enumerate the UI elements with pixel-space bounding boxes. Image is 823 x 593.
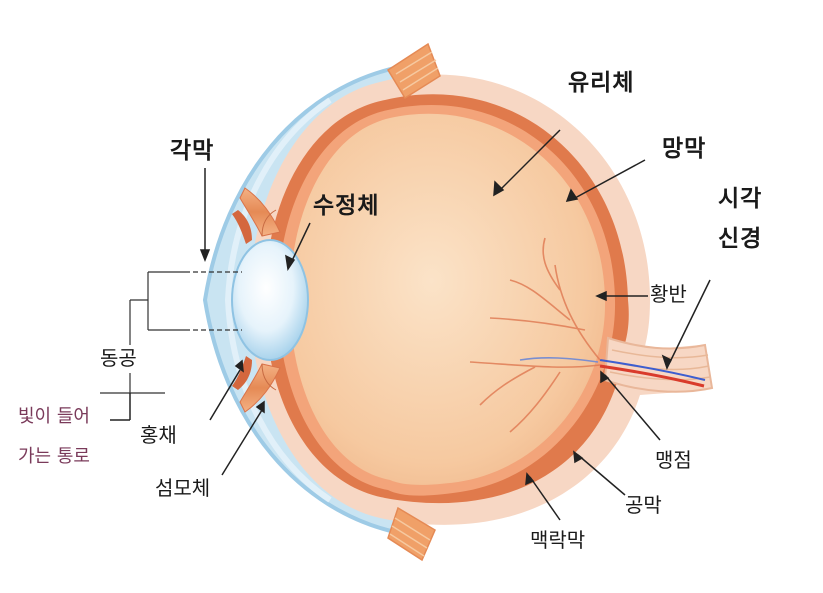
ciliary-body-bottom [239,363,281,413]
iris-bottom [232,356,252,390]
label-blind-spot: 맹점 [655,448,692,472]
label-light-path-2: 가는 통로 [18,446,90,467]
label-cornea: 각막 [170,138,215,164]
cornea-edge [202,66,396,534]
label-lens: 수정체 [313,193,380,219]
vitreous-shape [290,113,606,485]
blue-retinal-vein [519,357,599,363]
cornea-inner-edge [224,97,332,503]
muscle-top-stripe [395,51,439,91]
ciliary-body-top [239,187,281,237]
lens-shape [231,239,309,361]
retinal-vessels [469,237,601,433]
label-sclera: 공막 [625,493,662,517]
label-retina: 망막 [662,136,707,162]
pupil-bracket [100,271,242,394]
label-optic-nerve-2: 신경 [718,226,763,252]
central-vein [599,359,706,381]
label-optic-nerve-1: 시각 [718,186,763,212]
label-pupil: 동공 [100,346,137,370]
muscle-bottom-stripe [389,517,431,557]
muscle-top [386,42,441,100]
label-vitreous: 유리체 [568,70,635,96]
optic-nerve-shape [603,336,714,393]
label-ciliary-body: 섬모체 [155,476,211,500]
label-pointers [110,129,711,521]
label-iris: 홍채 [140,423,177,447]
label-choroid: 맥락막 [530,528,586,552]
label-macula: 황반 [650,282,687,306]
central-artery [599,364,705,388]
label-light-path-1: 빛이 들어 [18,406,90,427]
iris-top [232,210,252,244]
